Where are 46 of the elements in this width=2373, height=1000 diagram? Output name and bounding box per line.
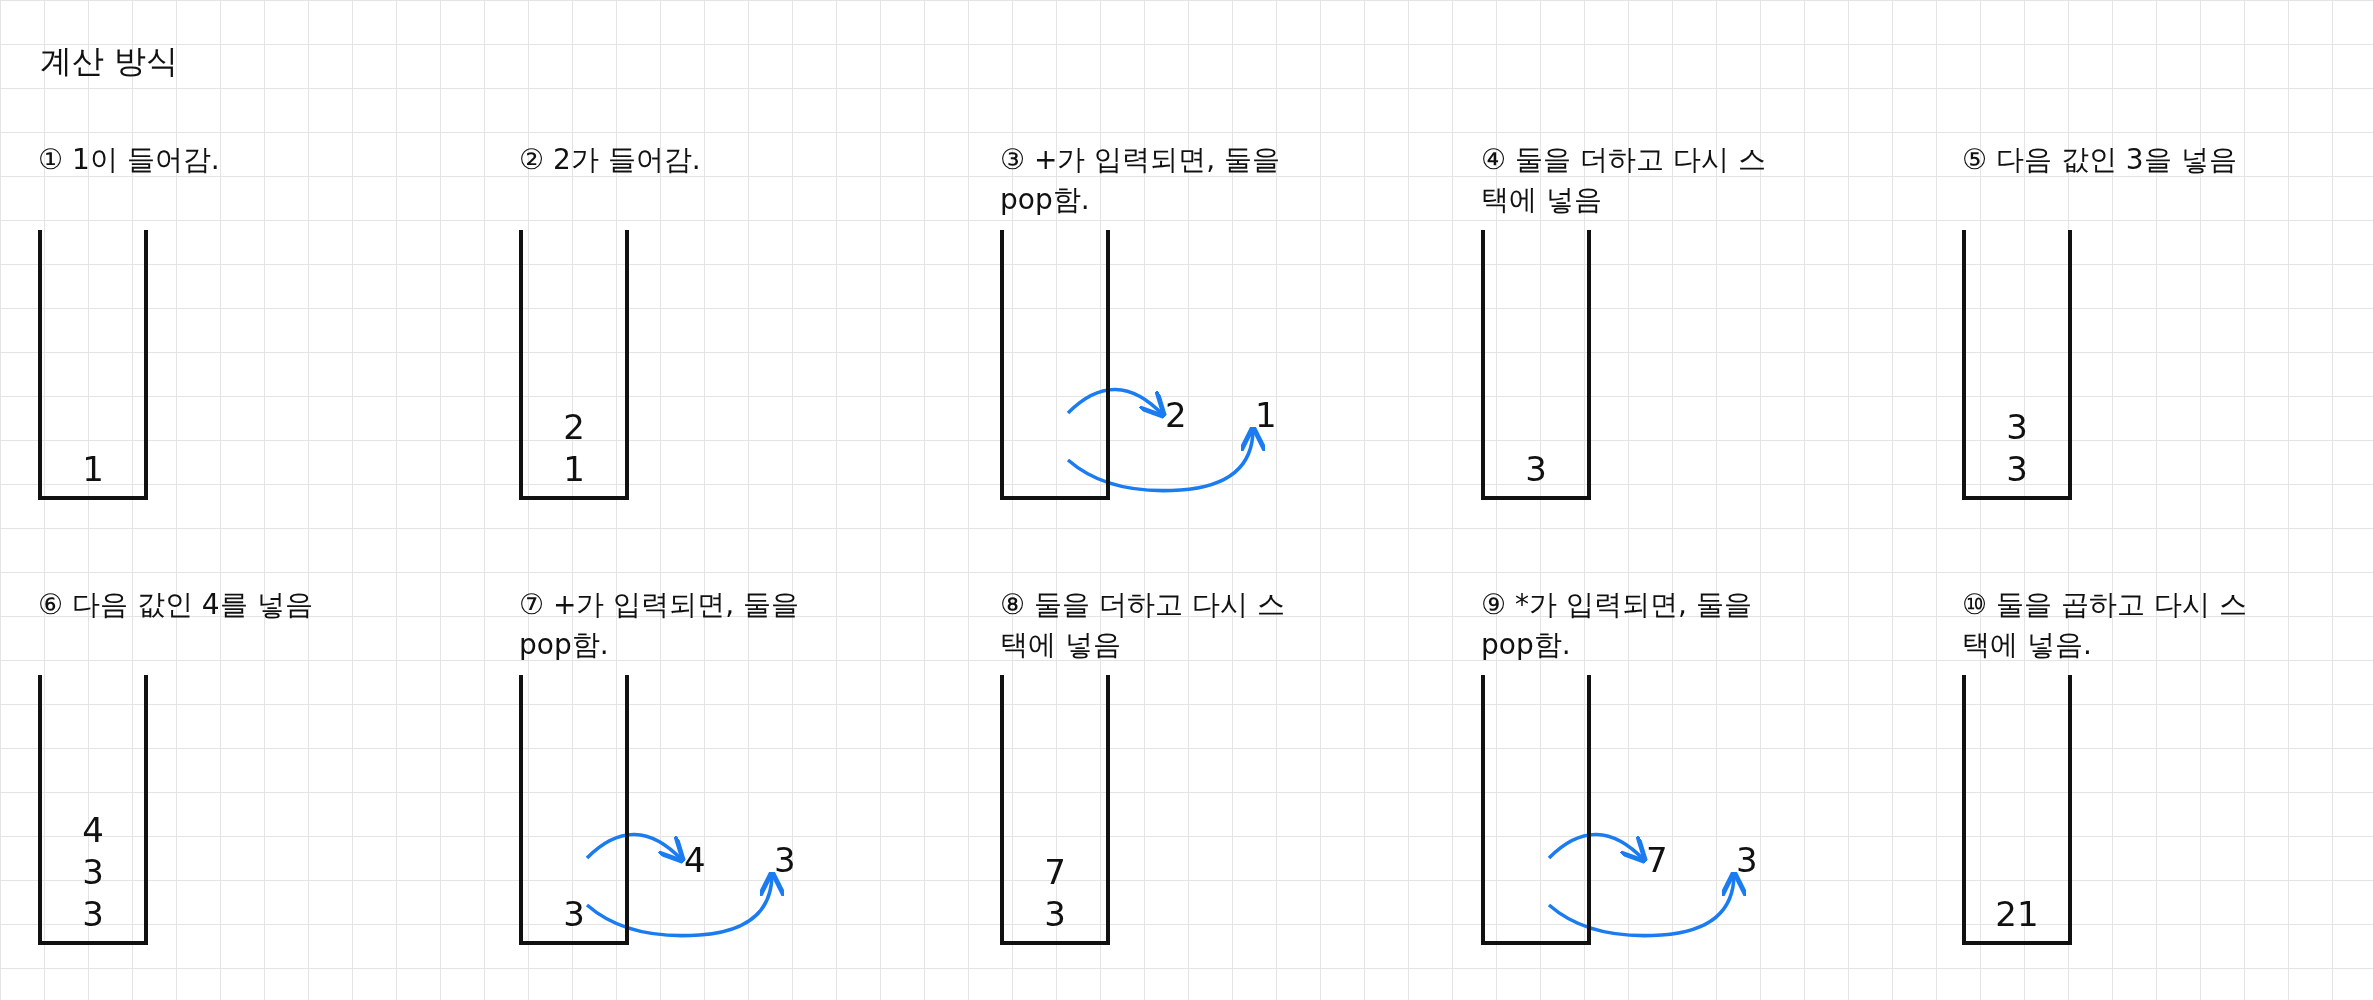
stack-value: 4 <box>82 809 104 851</box>
arrow <box>585 832 687 865</box>
popped-value: 4 <box>684 840 706 880</box>
step-caption: ⑥ 다음 값인 4를 넣음 <box>38 587 314 623</box>
step-caption: ② 2가 들어감. <box>519 142 702 178</box>
stack <box>1000 230 1110 500</box>
diagram-title: 계산 방식 <box>40 41 179 82</box>
popped-value: 2 <box>1165 395 1187 435</box>
stack <box>1481 675 1591 945</box>
arrow <box>1066 387 1168 420</box>
stack <box>1000 675 1110 945</box>
stack-value: 2 <box>563 406 585 448</box>
popped-value: 3 <box>774 840 796 880</box>
stack-value: 3 <box>563 893 585 935</box>
arrow <box>1547 869 1748 938</box>
stack <box>1962 230 2072 500</box>
stack-value: 1 <box>82 448 104 490</box>
popped-value: 7 <box>1646 840 1668 880</box>
step-caption: ⑩ 둘을 곱하고 다시 스택에 넣음. <box>1962 587 2248 663</box>
arrow <box>585 869 786 938</box>
stack <box>519 230 629 500</box>
step-caption: ③ +가 입력되면, 둘을 pop함. <box>1000 142 1282 218</box>
step-caption: ⑤ 다음 값인 3을 넣음 <box>1962 142 2238 178</box>
step-caption: ④ 둘을 더하고 다시 스택에 넣음 <box>1481 142 1767 218</box>
stack-value: 3 <box>82 893 104 935</box>
popped-value: 3 <box>1736 840 1758 880</box>
stack-value: 7 <box>1044 851 1066 893</box>
popped-value: 1 <box>1255 395 1277 435</box>
stack-value: 21 <box>1995 893 2039 935</box>
stack <box>1481 230 1591 500</box>
step-caption: ⑧ 둘을 더하고 다시 스택에 넣음 <box>1000 587 1286 663</box>
arrow <box>1547 832 1649 865</box>
step-caption: ⑦ +가 입력되면, 둘을 pop함. <box>519 587 801 663</box>
step-caption: ⑨ *가 입력되면, 둘을 pop함. <box>1481 587 1753 663</box>
arrow <box>1066 424 1267 493</box>
stack <box>38 230 148 500</box>
stack-value: 3 <box>82 851 104 893</box>
stack-value: 1 <box>563 448 585 490</box>
stack-value: 3 <box>1525 448 1547 490</box>
stack-value: 3 <box>2006 406 2028 448</box>
stack <box>519 675 629 945</box>
stack <box>1962 675 2072 945</box>
stack <box>38 675 148 945</box>
stack-value: 3 <box>1044 893 1066 935</box>
stack-value: 3 <box>2006 448 2028 490</box>
step-caption: ① 1이 들어감. <box>38 142 221 178</box>
